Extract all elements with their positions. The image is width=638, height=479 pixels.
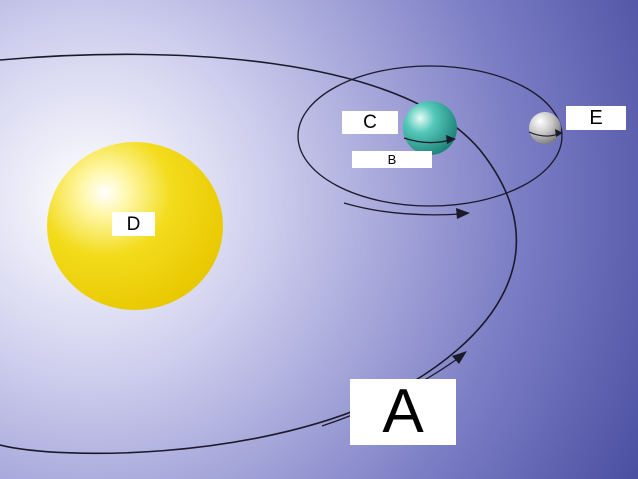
- planet-spin-arrow: [403, 137, 451, 144]
- moon: [529, 112, 561, 144]
- moon-orbit-arrowhead: [456, 208, 470, 219]
- planet-orbit-arrowhead: [452, 351, 467, 364]
- label-d: D: [112, 212, 155, 236]
- label-a: A: [350, 379, 456, 445]
- moon-orbit-arrow: [343, 202, 463, 216]
- planet-spin-arrowhead: [446, 135, 456, 144]
- moon-orbit: [297, 65, 563, 207]
- planet: [403, 101, 457, 155]
- label-c: C: [342, 111, 398, 134]
- planet-orbit: [0, 53, 518, 455]
- label-b: B: [352, 151, 432, 168]
- moon-spin-arrowhead: [555, 129, 563, 137]
- label-e: E: [566, 106, 626, 130]
